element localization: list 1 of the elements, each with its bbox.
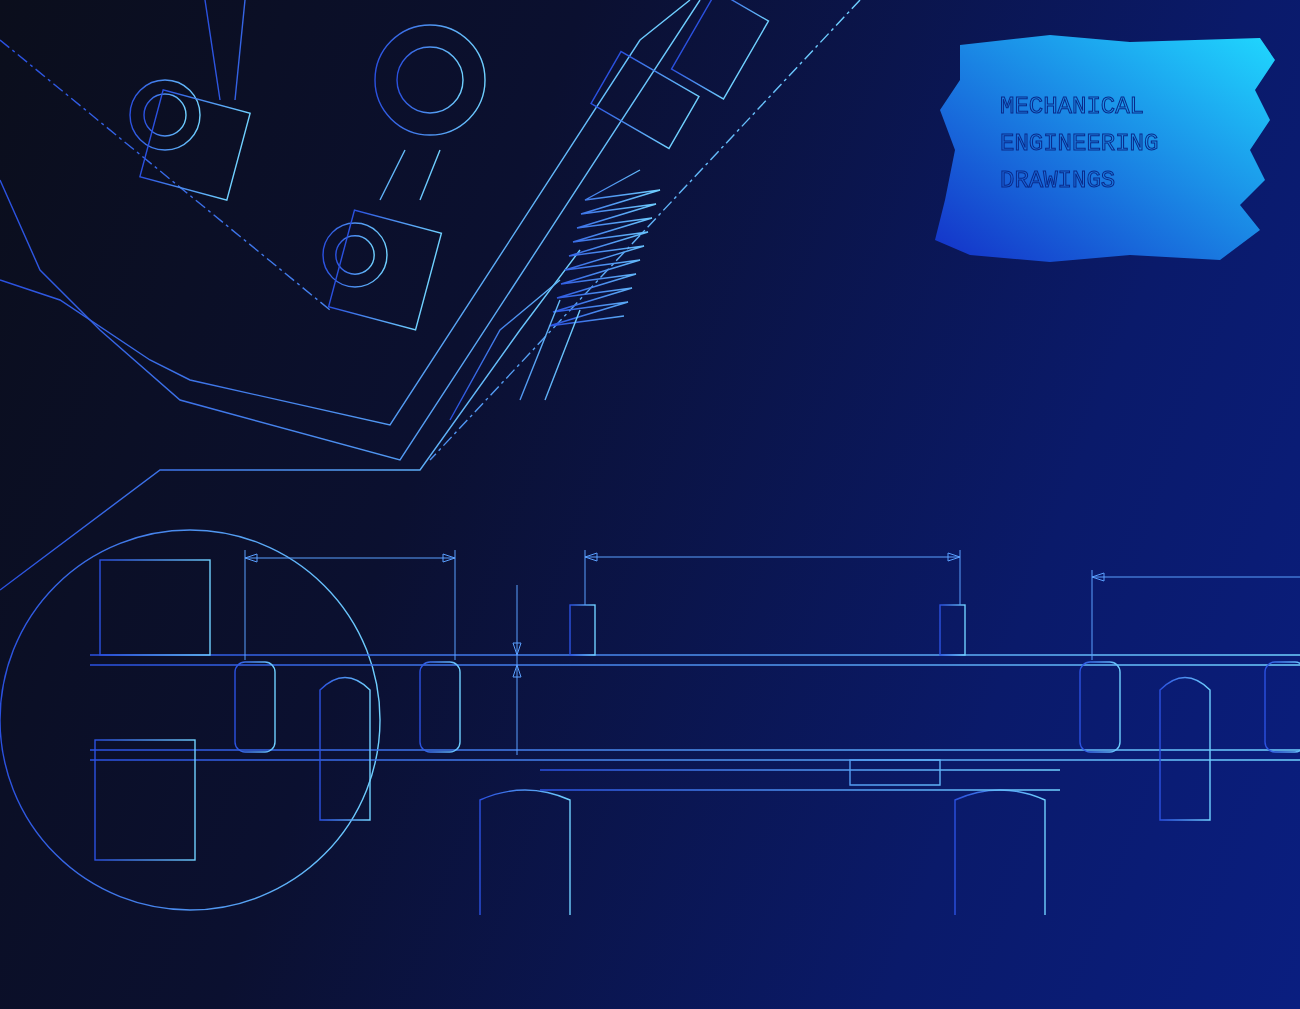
title-text: MECHANICAL ENGINEERING DRAWINGS	[1000, 92, 1160, 196]
